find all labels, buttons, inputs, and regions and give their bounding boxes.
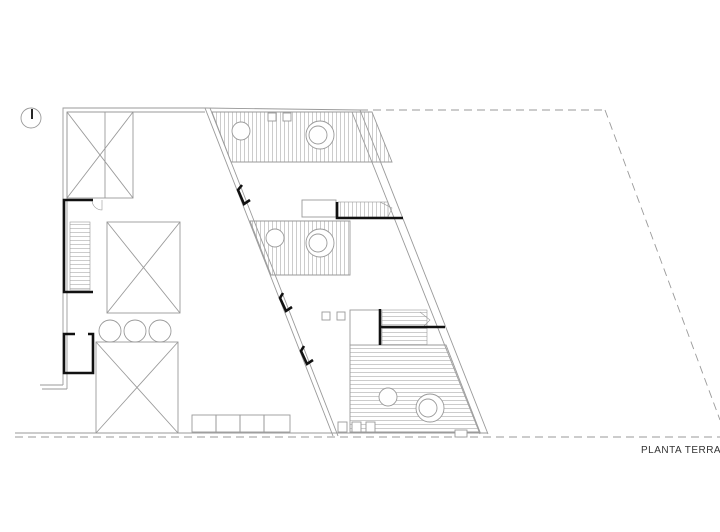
furniture <box>231 112 468 438</box>
walls <box>62 184 445 375</box>
void-1 <box>66 111 134 199</box>
property-line <box>15 109 720 438</box>
planter <box>148 319 172 343</box>
drawing-title: PLANTA TERRAZ <box>641 445 720 456</box>
stair-left <box>69 199 103 291</box>
terrace-middle <box>249 220 351 276</box>
planter <box>123 319 147 343</box>
bench <box>191 414 291 433</box>
planter <box>98 319 122 343</box>
north-arrow-icon <box>20 107 42 129</box>
void-3 <box>95 341 179 434</box>
terrace-top <box>211 111 393 163</box>
stair-upper <box>337 201 393 218</box>
terrace-bottom <box>349 344 481 433</box>
void-2 <box>106 221 181 314</box>
